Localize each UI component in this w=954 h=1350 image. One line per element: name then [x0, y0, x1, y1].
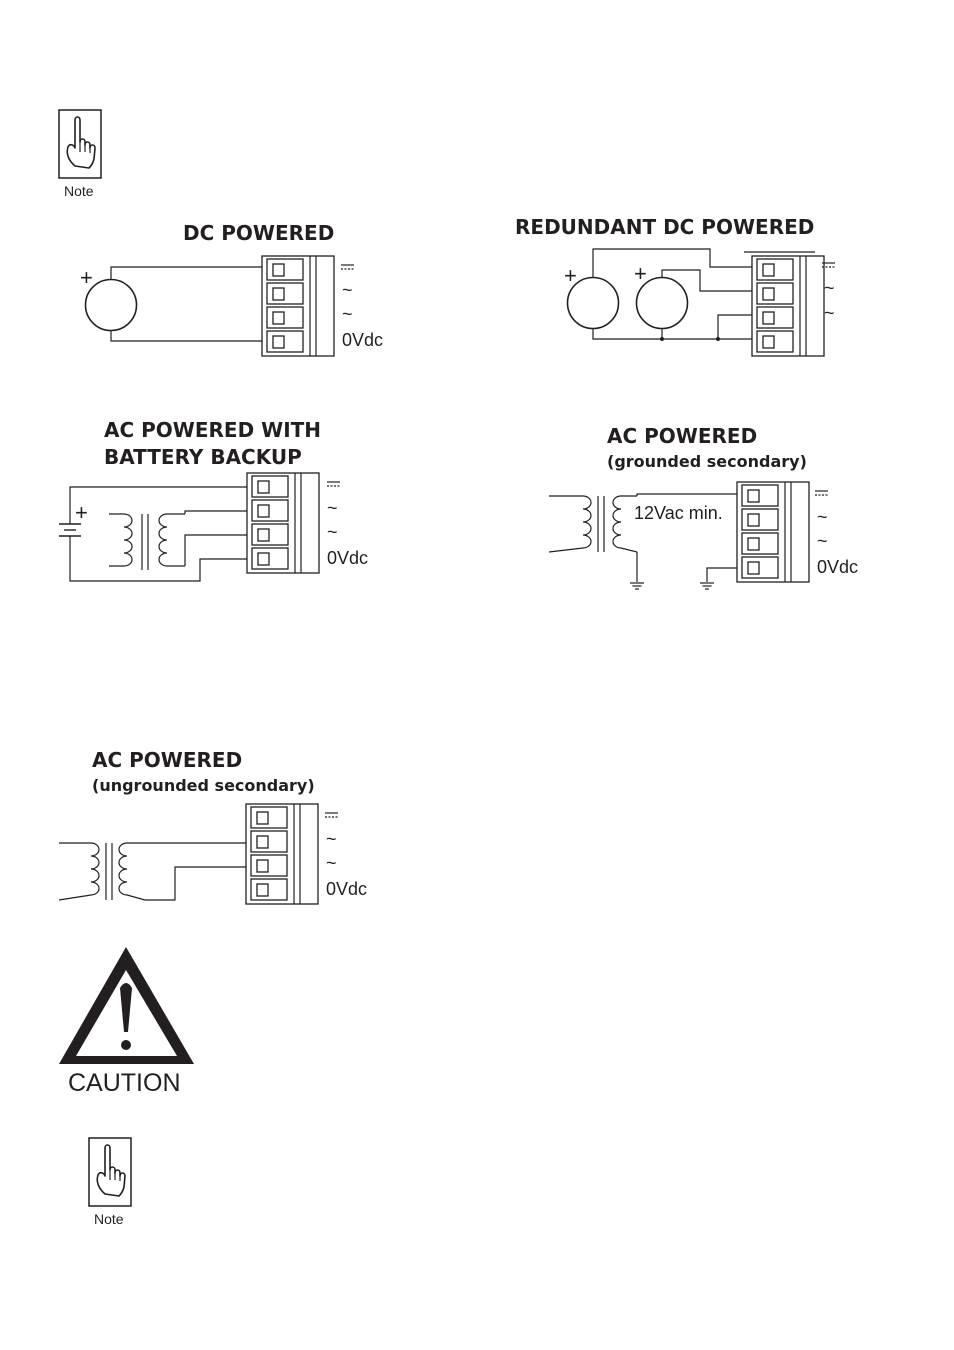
- dc-supply-symbol-icon: [341, 265, 354, 269]
- ac-ungrounded-title: AC POWERED: [92, 748, 242, 772]
- warning-triangle-icon: [59, 947, 194, 1064]
- dc-terminal-0v: 0Vdc: [342, 330, 383, 350]
- pointing-hand-icon: [59, 110, 101, 178]
- note-bottom-label: Note: [94, 1211, 124, 1227]
- ac-ungrounded-terminal-ac2: ~: [326, 853, 337, 873]
- ac-grounded-title: AC POWERED: [607, 424, 757, 448]
- ac-battery-title-line2: BATTERY BACKUP: [104, 445, 302, 469]
- ground-icon: [630, 583, 644, 589]
- ac-ungrounded-dc-symbol-icon: [325, 813, 338, 817]
- ac-grounded-transformer-icon: [549, 496, 637, 552]
- ac-battery-terminal-0v: 0Vdc: [327, 548, 368, 568]
- redundant-terminal-block: [752, 256, 824, 356]
- battery-icon: [59, 524, 81, 536]
- redundant-dc-diagram: REDUNDANT DC POWERED + + ~ ~: [515, 215, 835, 356]
- ac-ungrounded-subtitle: (ungrounded secondary): [92, 776, 315, 795]
- ac-ungrounded-terminal-0v: 0Vdc: [326, 879, 367, 899]
- ac-battery-plus-sign: +: [75, 500, 88, 525]
- ac-grounded-terminal-0v: 0Vdc: [817, 557, 858, 577]
- ac-battery-diagram: AC POWERED WITH BATTERY BACKUP + ~ ~ 0Vd…: [59, 418, 368, 581]
- dc-source-icon: [86, 280, 137, 331]
- ac-battery-title-line1: AC POWERED WITH: [104, 418, 321, 442]
- dc-powered-title: DC POWERED: [183, 221, 334, 245]
- ac-battery-terminal-ac2: ~: [327, 522, 338, 542]
- ground-icon: [700, 583, 714, 589]
- ac-grounded-voltage-label: 12Vac min.: [634, 503, 723, 523]
- ac-battery-terminal-block: [247, 473, 319, 573]
- ac-ungrounded-terminal-ac1: ~: [326, 829, 337, 849]
- dc-terminal-ac2: ~: [342, 304, 353, 324]
- dc-terminal-block: [262, 256, 334, 356]
- pointing-hand-icon: [89, 1138, 131, 1206]
- note-bottom: Note: [89, 1138, 131, 1227]
- ac-grounded-dc-symbol-icon: [815, 491, 828, 495]
- redundant-plus-2: +: [634, 261, 647, 286]
- dc-terminal-ac1: ~: [342, 280, 353, 300]
- redundant-terminal-ac2: ~: [824, 303, 835, 323]
- ac-grounded-terminal-ac1: ~: [817, 507, 828, 527]
- ac-grounded-terminal-ac2: ~: [817, 531, 828, 551]
- ac-ungrounded-diagram: AC POWERED (ungrounded secondary) ~ ~ 0V…: [59, 748, 367, 904]
- note-top: Note: [59, 110, 101, 199]
- ac-grounded-terminal-block: [737, 482, 809, 582]
- caution-label: CAUTION: [68, 1069, 181, 1097]
- redundant-plus-1: +: [564, 263, 577, 288]
- ac-battery-dc-symbol-icon: [327, 482, 340, 486]
- ac-ungrounded-transformer-icon: [59, 843, 145, 900]
- redundant-terminal-ac1: ~: [824, 278, 835, 298]
- note-top-label: Note: [64, 183, 94, 199]
- ac-battery-transformer-icon: [109, 514, 185, 570]
- caution-notice: CAUTION: [59, 947, 194, 1097]
- ac-battery-terminal-ac1: ~: [327, 498, 338, 518]
- dc-powered-diagram: DC POWERED + ~ ~ 0Vdc: [80, 221, 383, 356]
- redundant-dc-title: REDUNDANT DC POWERED: [515, 215, 814, 239]
- dc-plus-sign: +: [80, 265, 93, 290]
- ac-ungrounded-terminal-block: [246, 804, 318, 904]
- ac-grounded-diagram: AC POWERED (grounded secondary) 12Vac mi…: [549, 424, 858, 589]
- ac-grounded-subtitle: (grounded secondary): [607, 452, 807, 471]
